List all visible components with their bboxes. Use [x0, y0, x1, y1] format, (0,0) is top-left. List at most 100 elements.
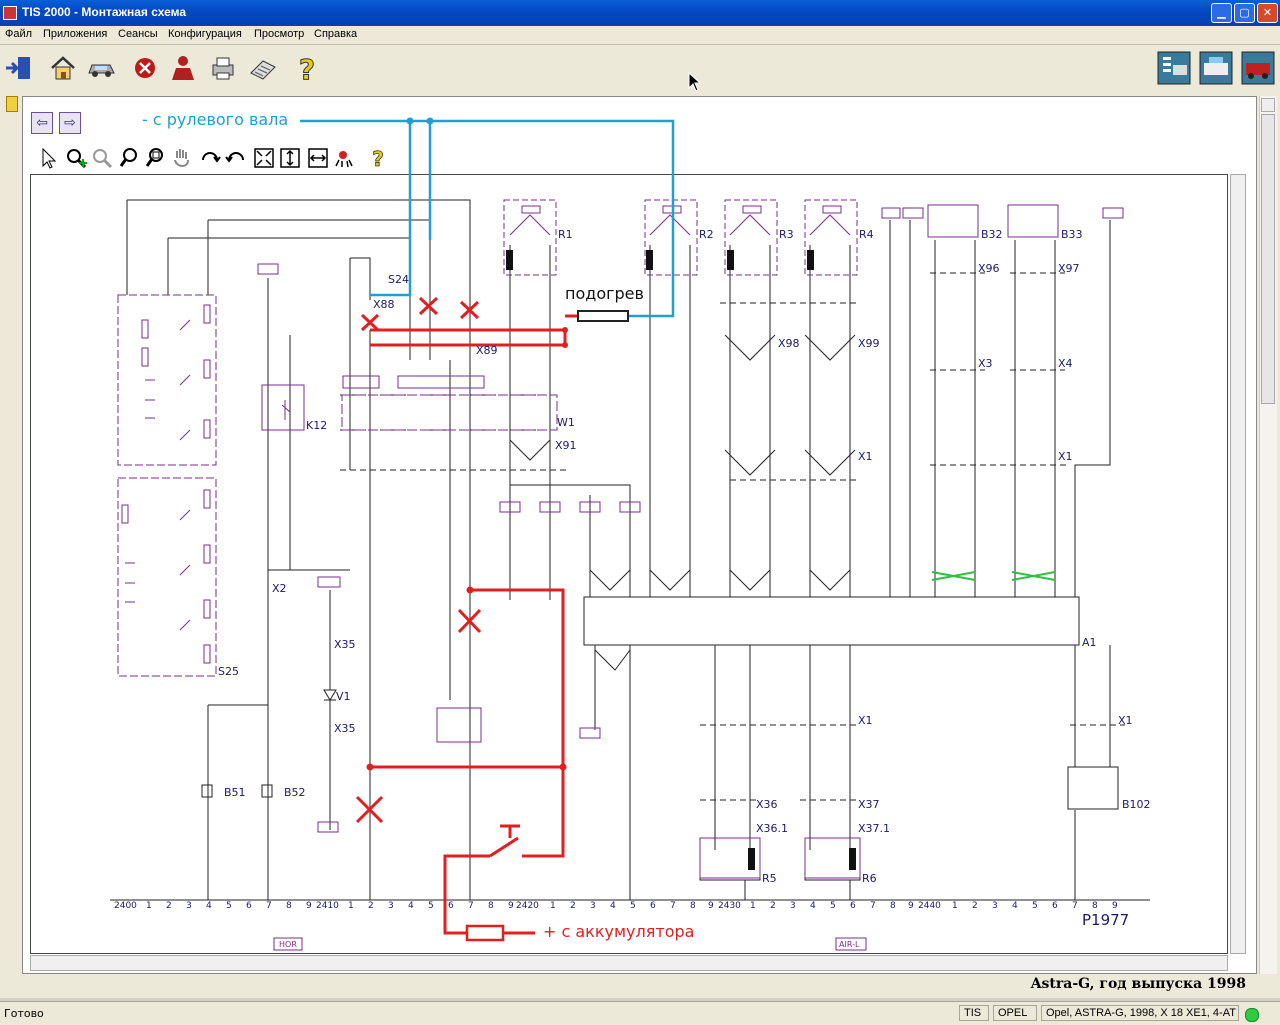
svg-text:8: 8: [286, 901, 292, 911]
label-b102: B102: [1122, 798, 1151, 811]
label-b32: B32: [981, 228, 1003, 241]
mouse-cursor-icon: [688, 72, 702, 92]
rotate-ccw-icon[interactable]: [224, 146, 248, 170]
scroll-up-arrow[interactable]: [1261, 98, 1275, 112]
back-button[interactable]: ⇦: [31, 112, 53, 134]
label-x96: X96: [978, 262, 1000, 275]
zoom-area-icon[interactable]: [144, 146, 168, 170]
menu-applications[interactable]: Приложения: [43, 28, 108, 40]
diagram-vertical-scrollbar[interactable]: [1230, 174, 1246, 954]
label-x35-2: X35: [334, 722, 356, 735]
label-x3: X3: [978, 357, 993, 370]
print-icon[interactable]: [208, 53, 238, 83]
label-s25: S25: [218, 665, 239, 678]
label-x35: X35: [334, 638, 356, 651]
svg-text:5: 5: [226, 901, 232, 911]
svg-text:9: 9: [306, 901, 312, 911]
main-vertical-scrollbar[interactable]: [1259, 96, 1277, 974]
svg-text:1: 1: [750, 901, 756, 911]
label-x98: X98: [778, 337, 800, 350]
cut-marks: [355, 296, 482, 824]
black-wires: [126, 199, 1111, 900]
forward-button[interactable]: ⇨: [59, 112, 81, 134]
label-x1: X1: [858, 450, 873, 463]
maximize-button[interactable]: ▢: [1234, 3, 1255, 23]
zoom-out-icon[interactable]: [90, 146, 114, 170]
a1-control-unit: [583, 596, 1080, 646]
hor-tag-box: [273, 937, 303, 951]
label-x88: X88: [373, 298, 395, 311]
pan-hand-icon[interactable]: [170, 146, 194, 170]
bookmark-icon[interactable]: [6, 96, 18, 112]
svg-text:4: 4: [810, 901, 816, 911]
svg-text:7: 7: [670, 901, 676, 911]
diagram-toolbar: ?: [32, 144, 394, 172]
label-x1-d: X1: [1118, 714, 1133, 727]
label-k12: K12: [306, 419, 327, 432]
label-r4: R4: [859, 228, 874, 241]
menu-configuration[interactable]: Конфигурация: [168, 28, 242, 40]
svg-text:4: 4: [206, 901, 212, 911]
svg-text:1: 1: [146, 901, 152, 911]
vehicle-icon[interactable]: [86, 53, 116, 83]
rotate-cw-icon[interactable]: [198, 146, 222, 170]
label-b33: B33: [1061, 228, 1083, 241]
menu-help[interactable]: Справка: [314, 28, 358, 40]
twisted-pair: [931, 571, 1056, 581]
status-ready: Готово: [4, 1007, 44, 1020]
fit-height-icon[interactable]: [278, 146, 302, 170]
svg-text:9: 9: [508, 901, 514, 911]
diagram-horizontal-scrollbar[interactable]: [30, 955, 1228, 971]
svg-text:8: 8: [690, 901, 696, 911]
wiring-diagram: R1 R2 R3 R4 B32 B33 S24 X88 X89 W1 X91 K…: [110, 117, 1151, 951]
fit-window-icon[interactable]: [252, 146, 276, 170]
diagram-help-icon[interactable]: ?: [366, 146, 390, 170]
vehicle-list-icon[interactable]: [1157, 51, 1191, 85]
user-icon[interactable]: [168, 53, 198, 83]
svg-text:8: 8: [488, 901, 494, 911]
scroll-thumb[interactable]: [1261, 114, 1275, 404]
vehicle-photo-icon[interactable]: [1241, 51, 1275, 85]
svg-text:?: ?: [299, 53, 315, 83]
svg-text:1: 1: [550, 901, 556, 911]
label-x1-b: X1: [1058, 450, 1073, 463]
minimize-button[interactable]: ▁: [1211, 3, 1232, 23]
label-x99: X99: [858, 337, 880, 350]
svg-text:5: 5: [428, 901, 434, 911]
svg-text:6: 6: [448, 901, 454, 911]
menu-view[interactable]: Просмотр: [254, 28, 305, 40]
svg-text:6: 6: [1052, 901, 1058, 911]
stop-icon[interactable]: [130, 53, 160, 83]
exit-icon[interactable]: [4, 53, 34, 83]
svg-text:7: 7: [266, 901, 272, 911]
svg-text:9: 9: [1112, 901, 1118, 911]
home-icon[interactable]: [48, 53, 78, 83]
diagnostic-vehicle-icon[interactable]: [1199, 51, 1233, 85]
notes-icon[interactable]: [248, 53, 278, 83]
help-icon[interactable]: ?: [292, 53, 322, 83]
fit-width-icon[interactable]: [306, 146, 330, 170]
s25-elements: [121, 304, 211, 664]
svg-text:2400: 2400: [114, 901, 137, 911]
label-b52: B52: [284, 786, 306, 799]
diode-v1: [323, 689, 337, 701]
close-button[interactable]: ✕: [1257, 3, 1278, 23]
svg-text:9: 9: [708, 901, 714, 911]
svg-text:1: 1: [952, 901, 958, 911]
label-x36-1: X36.1: [756, 822, 788, 835]
label-x2: X2: [272, 582, 287, 595]
pointer-icon[interactable]: [37, 146, 61, 170]
svg-text:6: 6: [650, 901, 656, 911]
menu-file[interactable]: Файл: [5, 28, 33, 40]
menu-sessions[interactable]: Сеансы: [118, 28, 158, 40]
highlight-icon[interactable]: [332, 146, 356, 170]
window-title: TIS 2000 - Монтажная схема: [22, 5, 187, 19]
svg-text:8: 8: [1092, 901, 1098, 911]
label-x37: X37: [858, 798, 880, 811]
label-x89: X89: [476, 344, 498, 357]
k12-coil: [281, 400, 291, 420]
zoom-icon[interactable]: [118, 146, 142, 170]
label-v1: V1: [336, 690, 351, 703]
zoom-in-icon[interactable]: [64, 146, 88, 170]
